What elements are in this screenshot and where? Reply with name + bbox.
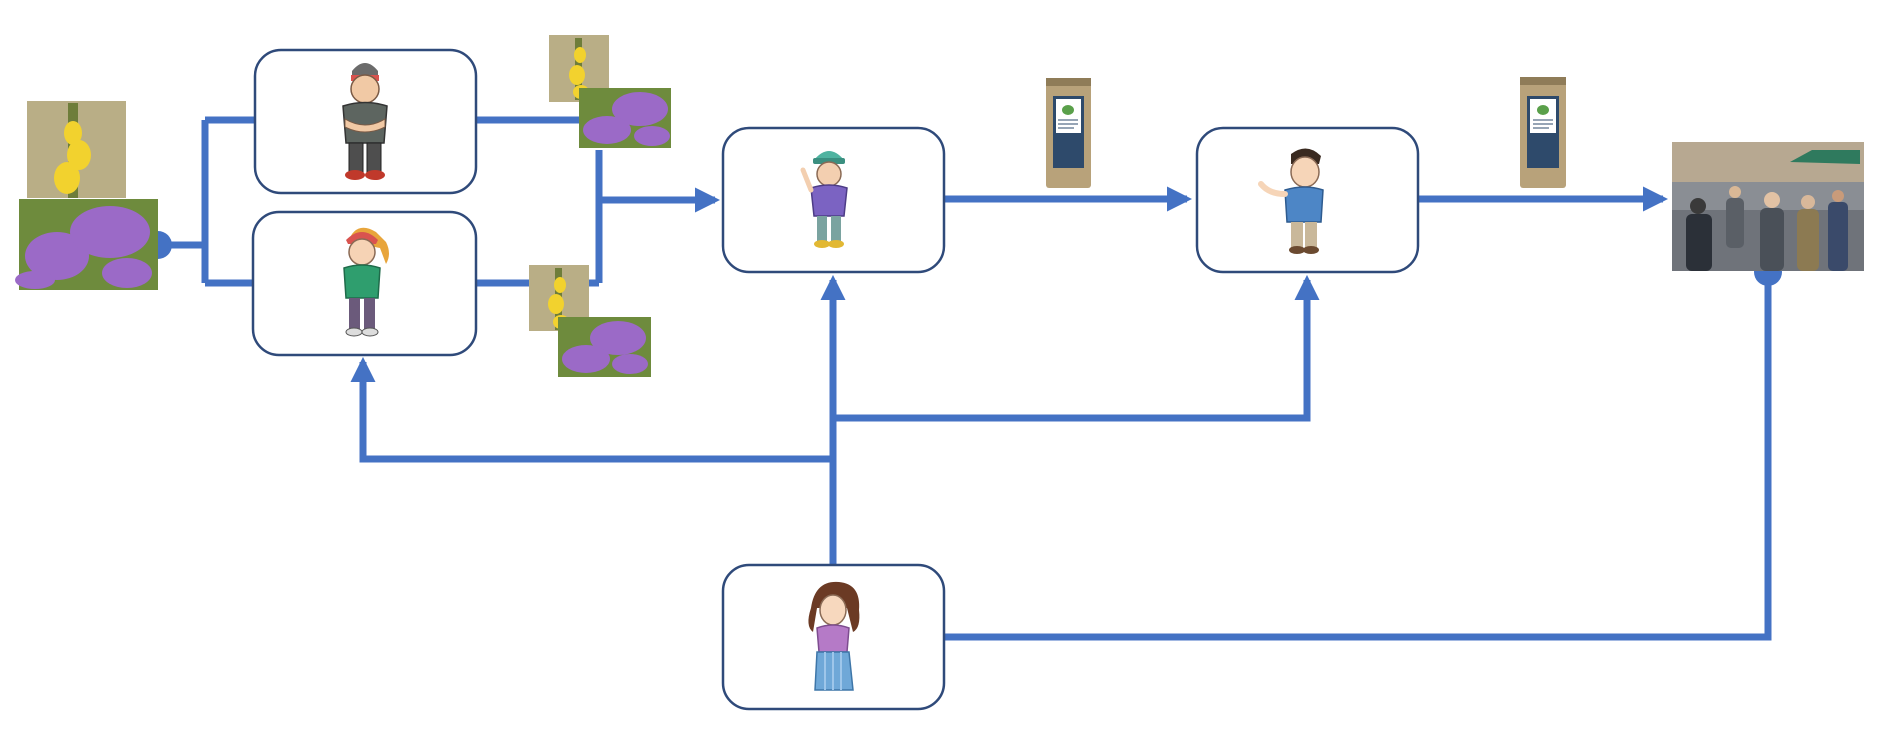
tea-package-image-2 bbox=[1520, 77, 1566, 188]
mullein-flower-picture bbox=[27, 101, 126, 198]
node-harvester-male bbox=[253, 48, 478, 195]
thyme-flowers-picture bbox=[15, 199, 158, 290]
mullein-flower-picture bbox=[549, 35, 609, 102]
node-seller bbox=[1195, 126, 1420, 274]
thyme-flowers-picture bbox=[558, 317, 651, 377]
arrow-coordinator-to-seller bbox=[833, 274, 1320, 422]
connector-split bbox=[158, 116, 255, 287]
character-woman-purple-top-icon bbox=[808, 581, 860, 691]
character-man-blue-shirt-icon bbox=[1258, 148, 1324, 254]
node-processor bbox=[721, 126, 946, 274]
raw-plants-image bbox=[15, 101, 158, 290]
character-woman-beanie-icon bbox=[800, 151, 848, 248]
character-man-arms-crossed-icon bbox=[342, 63, 388, 180]
node-harvester-female bbox=[251, 210, 478, 357]
character-woman-green-hoodie-icon bbox=[343, 227, 389, 337]
plants-from-male-image bbox=[549, 35, 671, 148]
consumers-image bbox=[1672, 142, 1864, 271]
thyme-flowers-picture bbox=[579, 88, 671, 148]
arrow-coordinator-to-harvesters bbox=[350, 356, 833, 463]
connectors bbox=[144, 116, 1782, 641]
tea-package-image-1 bbox=[1046, 78, 1091, 188]
connector-feedback bbox=[944, 272, 1772, 641]
plants-from-female-image bbox=[529, 265, 651, 377]
node-coordinator bbox=[721, 563, 946, 711]
